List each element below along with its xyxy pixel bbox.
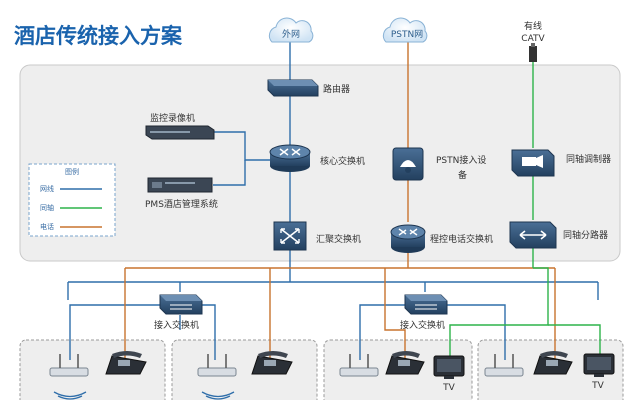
coax-modulator-label: 同轴调制器 bbox=[566, 153, 611, 165]
page-title: 酒店传统接入方案 bbox=[14, 24, 183, 48]
coax-splitter: 同轴分路器 bbox=[509, 221, 608, 249]
coax-lines bbox=[449, 60, 601, 360]
pstn-access-label-line1: PSTN接入设 bbox=[436, 154, 486, 166]
router-label: 路由器 bbox=[323, 83, 350, 95]
coax-splitter-label: 同轴分路器 bbox=[563, 229, 608, 241]
splitter-arrows-icon bbox=[519, 230, 547, 240]
switch-cross-icon bbox=[280, 228, 300, 244]
telephone-icon bbox=[533, 351, 573, 375]
room-1-devices bbox=[49, 351, 147, 400]
coax-modulator: 同轴调制器 bbox=[511, 149, 611, 177]
phone-handset-icon bbox=[400, 160, 416, 167]
legend-item-coax-label: 同轴 bbox=[40, 203, 54, 212]
room-4-tv-label: TV bbox=[591, 381, 604, 391]
nvr-label: 监控录像机 bbox=[150, 112, 195, 124]
pstn-access-device: PSTN接入设 备 bbox=[392, 147, 486, 181]
telephone-icon bbox=[385, 351, 425, 375]
aggregation-switch-label: 汇聚交换机 bbox=[316, 233, 361, 245]
legend-title: 图例 bbox=[65, 167, 79, 176]
pms-label: PMS酒店管理系统 bbox=[145, 198, 218, 210]
access-switch-1-label: 接入交换机 bbox=[154, 319, 199, 331]
pbx-label: 程控电话交换机 bbox=[430, 233, 493, 245]
camera-icon bbox=[522, 157, 536, 166]
aggregation-switch: 汇聚交换机 bbox=[273, 221, 361, 251]
wifi-ap-icon bbox=[49, 354, 89, 400]
pstn-access-label-line2: 备 bbox=[458, 169, 467, 181]
internet-cloud-label: 外网 bbox=[282, 28, 300, 40]
room-panel-1 bbox=[19, 339, 166, 400]
wifi-ap-icon bbox=[484, 354, 524, 377]
legend: 图例 网线 同轴 电话 bbox=[28, 163, 116, 237]
room-4-devices: TV bbox=[484, 351, 615, 391]
switch-arrows-icon bbox=[279, 148, 301, 156]
telephone-icon bbox=[251, 351, 293, 375]
legend-item-network-label: 网线 bbox=[40, 184, 54, 193]
tv-icon bbox=[433, 355, 465, 379]
pstn-cloud-label: PSTN网 bbox=[391, 29, 423, 40]
room-2-devices bbox=[197, 351, 293, 400]
pms-server: PMS酒店管理系统 bbox=[145, 177, 218, 210]
room-3-tv-label: TV bbox=[442, 383, 455, 393]
access-switch-2-label: 接入交换机 bbox=[400, 319, 445, 331]
nvr: 监控录像机 bbox=[145, 112, 215, 140]
legend-item-phone-label: 电话 bbox=[40, 222, 54, 231]
catv-source: 有线 CATV bbox=[521, 20, 546, 62]
internet-cloud: 外网 bbox=[268, 17, 314, 43]
catv-label-line2: CATV bbox=[521, 34, 545, 44]
phone-lines bbox=[124, 40, 556, 360]
core-panel bbox=[19, 64, 621, 262]
router: 路由器 bbox=[267, 79, 350, 97]
pstn-cloud: PSTN网 bbox=[382, 17, 428, 43]
core-switch: 核心交换机 bbox=[269, 144, 365, 172]
core-switch-label: 核心交换机 bbox=[320, 155, 365, 167]
room-3-devices: TV bbox=[339, 351, 465, 393]
room-panel-2 bbox=[171, 339, 318, 400]
coax-plug-icon bbox=[529, 46, 537, 62]
catv-label-line1: 有线 bbox=[524, 20, 542, 32]
access-switch-1: 接入交换机 bbox=[154, 294, 203, 331]
wifi-ap-icon bbox=[197, 354, 237, 400]
access-switch-2: 接入交换机 bbox=[400, 294, 448, 331]
pbx: 程控电话交换机 bbox=[390, 224, 493, 253]
telephone-icon bbox=[105, 351, 147, 375]
tv-icon bbox=[583, 353, 615, 377]
wifi-ap-icon bbox=[339, 354, 379, 377]
